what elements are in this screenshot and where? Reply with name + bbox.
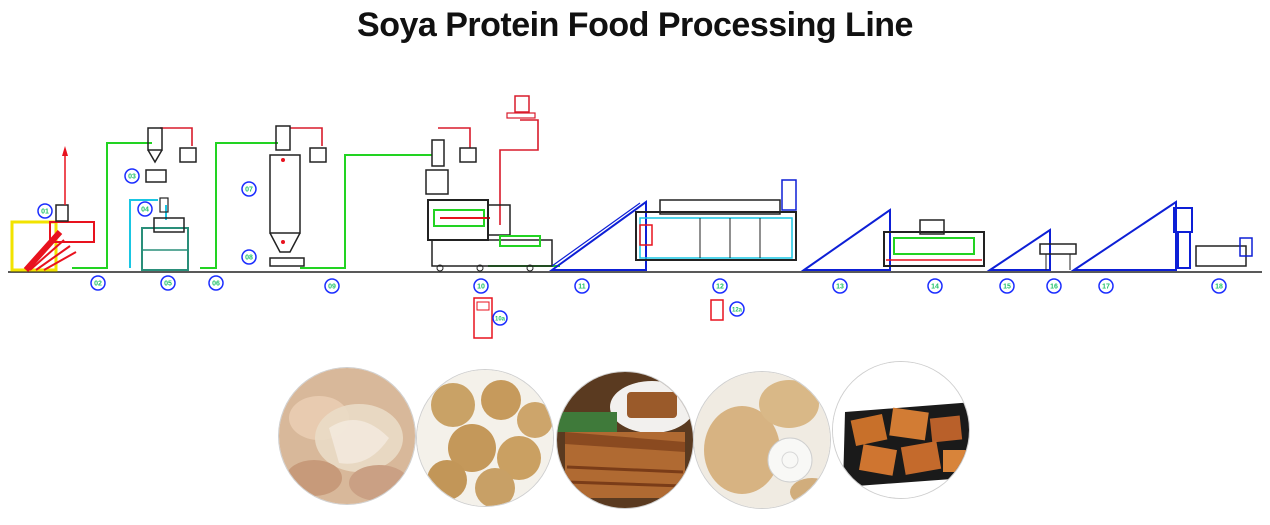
station-17-conveyor	[1070, 200, 1177, 271]
station-badge-06	[208, 275, 224, 291]
station-badge-17	[1098, 278, 1114, 294]
station-badge-10a	[492, 310, 508, 326]
station-10a-control-cabinet	[473, 297, 493, 339]
station-badge-08	[241, 249, 257, 265]
station-badge-09	[324, 278, 340, 294]
station-10-extruder	[425, 95, 553, 272]
page-title: Soya Protein Food Processing Line	[357, 6, 913, 44]
station-13-conveyor	[800, 208, 891, 271]
station-labels: 01 02 03 04 05 06 07 08 09 10 10a 11 12 12a 13 14 15 16 17…	[37, 168, 1227, 326]
photo-fried-soy	[833, 362, 969, 498]
station-badge-18	[1211, 278, 1227, 294]
station-16-sieve	[1039, 243, 1077, 270]
station-badge-04	[137, 201, 153, 217]
station-badge-13	[832, 278, 848, 294]
station-07-silo	[269, 125, 327, 267]
station-label-08: 08	[245, 255, 253, 262]
station-label-10: 10	[477, 284, 485, 291]
station-18-packing	[1173, 207, 1253, 269]
station-label-04: 04	[141, 207, 149, 214]
station-badge-12	[712, 278, 728, 294]
station-label-07: 07	[245, 187, 253, 194]
station-label-03: 03	[128, 174, 136, 181]
station-badge-12a	[729, 301, 745, 317]
station-badge-15	[999, 278, 1015, 294]
station-label-01: 01	[41, 209, 49, 216]
station-badge-11	[574, 278, 590, 294]
station-badge-01	[37, 203, 53, 219]
station-05-mixer	[141, 127, 197, 271]
station-label-12: 12	[716, 284, 724, 291]
station-label-13: 13	[836, 284, 844, 291]
station-14-flavoring	[883, 219, 985, 267]
station-12-dryer	[635, 179, 797, 261]
station-label-18: 18	[1215, 284, 1223, 291]
photo-soy-jerky	[557, 372, 693, 508]
station-label-15: 15	[1003, 284, 1011, 291]
station-label-10a: 10a	[495, 317, 506, 323]
station-badge-02	[90, 275, 106, 291]
photo-soy-flakes	[279, 368, 415, 504]
station-label-16: 16	[1050, 284, 1058, 291]
red-pipe-network	[160, 119, 539, 225]
station-label-09: 09	[328, 284, 336, 291]
photo-soy-nuggets	[417, 370, 553, 506]
station-label-05: 05	[164, 281, 172, 288]
station-12a-control-cabinet	[710, 299, 724, 321]
station-01-platform	[10, 146, 95, 273]
station-label-17: 17	[1102, 284, 1110, 291]
station-label-02: 02	[94, 281, 102, 288]
station-badge-10	[473, 278, 489, 294]
station-label-14: 14	[931, 284, 939, 291]
station-badge-05	[160, 275, 176, 291]
station-label-11: 11	[578, 284, 586, 291]
station-badge-03	[124, 168, 140, 184]
station-15-conveyor	[986, 228, 1051, 271]
station-badge-16	[1046, 278, 1062, 294]
photo-soy-chunks	[694, 372, 830, 508]
station-badge-14	[927, 278, 943, 294]
station-label-12a: 12a	[732, 308, 743, 314]
processing-line-diagram: 01 02 03 04 05 06 07 08 09 10 10a 11 12 12a 13 14 15 16 17…	[8, 95, 1262, 339]
station-badge-07	[241, 181, 257, 197]
station-label-06: 06	[212, 281, 220, 288]
station-11-conveyor	[548, 200, 647, 271]
